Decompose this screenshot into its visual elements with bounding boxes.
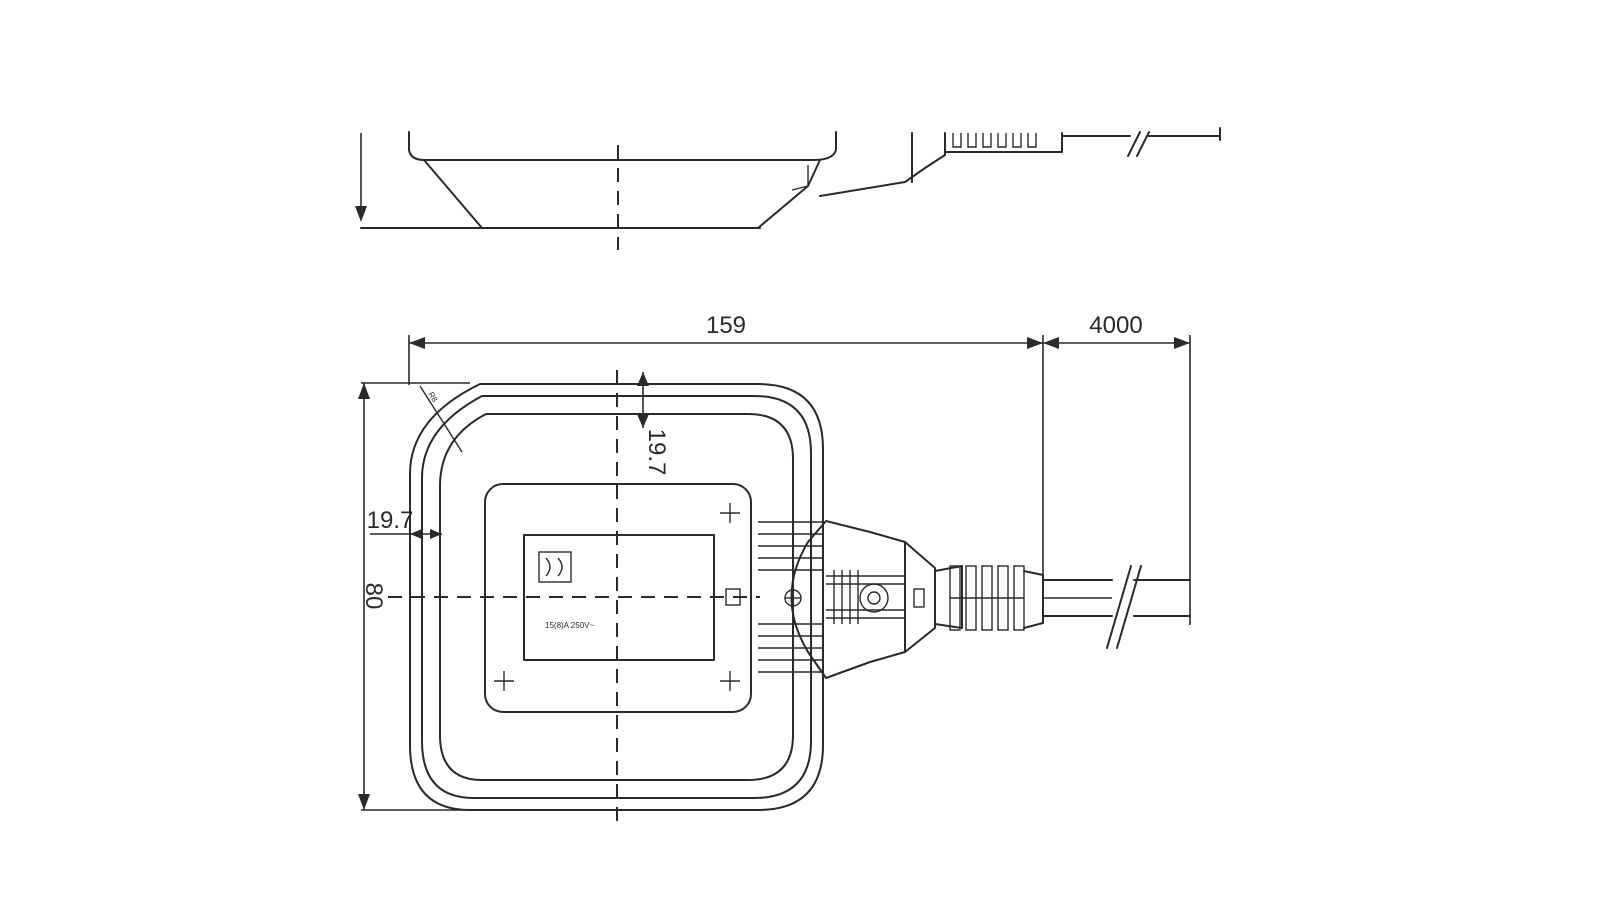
radius-label: R8 [426,390,439,404]
side-float-step [791,165,809,191]
pivot-tab [725,588,741,606]
screw-top-right [720,503,740,523]
side-gland-ribs [952,133,1037,148]
rating-text: 15(8)A 250V~ [545,621,594,630]
dim-width: 80 [358,382,480,811]
switch-capsule-icon [859,583,889,613]
gland-neck [934,565,963,629]
side-height-arrow [355,206,367,222]
plan-outline-middle [421,395,812,799]
certification-mark-icon [538,551,572,583]
side-cable-break-1 [1127,131,1141,157]
connector-ribs [826,570,904,624]
radius-leader [419,385,463,453]
dim-cable-length: 4000 [1043,312,1191,625]
dim-width-label: 80 [360,583,387,610]
plan-outline-inner [439,413,794,781]
gland-ribs [949,565,1025,631]
side-cable-break-2 [1136,131,1150,157]
plan-view: 159 4000 80 R8 [358,312,1191,825]
dim-cable-length-label: 4000 [1089,312,1142,339]
screw-bottom-right [720,671,740,691]
dim-edge-offset-top: 19.7 [637,372,670,475]
side-gland-outline [944,132,1063,153]
dim-edge-offset-side-label: 19.7 [367,507,414,534]
dim-length-label: 159 [706,312,746,339]
cable-break-2 [1116,565,1142,649]
cable [1042,565,1191,649]
plan-outline-outer [409,383,824,811]
side-float-top [408,131,837,161]
switch-capsule-core [867,591,881,605]
connector-housing [807,520,936,679]
dim-length: 159 [408,312,1044,575]
screw-marks [494,503,740,691]
cable-break-1 [1106,565,1132,649]
connector-face [790,541,809,653]
dim-edge-offset-side: 19.7 [367,507,442,539]
gland-tail [1023,570,1044,629]
side-view [355,127,1221,250]
screw-bottom-left [494,671,514,691]
side-float-body [423,159,821,229]
gland-fins [758,521,823,673]
side-connector-housing [819,132,946,197]
dim-edge-offset-top-label: 19.7 [643,429,670,476]
rating-label [523,534,715,661]
label-plate [484,483,752,713]
gland-clip [913,588,925,608]
